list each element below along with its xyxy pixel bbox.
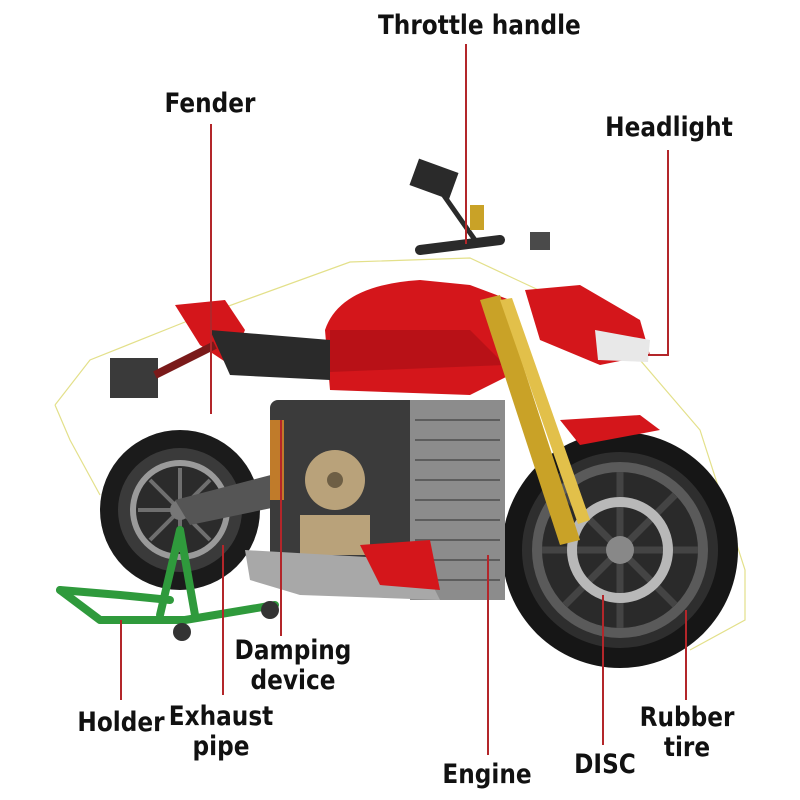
- label-damping-device-1: Damping: [234, 635, 352, 666]
- leader-exhaust: [222, 545, 224, 695]
- leader-holder: [120, 620, 122, 700]
- leader-headlight: [667, 150, 669, 355]
- label-headlight: Headlight: [605, 112, 733, 143]
- leader-disc: [602, 595, 604, 745]
- handlebar: [415, 235, 505, 255]
- rear-wheel: [100, 430, 260, 590]
- label-exhaust-pipe-1: Exhaust: [168, 701, 274, 732]
- label-engine: Engine: [442, 759, 532, 790]
- holder-stand: [56, 526, 279, 624]
- leader-engine: [487, 555, 489, 755]
- label-rubber-tire-2: tire: [663, 732, 711, 763]
- label-exhaust-pipe-2: pipe: [192, 731, 250, 762]
- label-fender: Fender: [164, 88, 256, 119]
- leader-damping: [280, 420, 282, 636]
- leader-throttle: [465, 44, 467, 244]
- leader-fender: [210, 124, 212, 414]
- label-damping-device-2: device: [250, 665, 336, 696]
- front-fork: [480, 295, 580, 545]
- leader-headlight-h: [648, 354, 669, 356]
- label-disc: DISC: [574, 749, 636, 780]
- label-rubber-tire-1: Rubber: [639, 702, 735, 733]
- leader-rubber-tire: [685, 610, 687, 700]
- label-holder: Holder: [77, 707, 165, 738]
- outline-guide-left: [54, 404, 101, 496]
- label-throttle-handle: Throttle handle: [377, 10, 581, 41]
- body-panels: [175, 280, 650, 395]
